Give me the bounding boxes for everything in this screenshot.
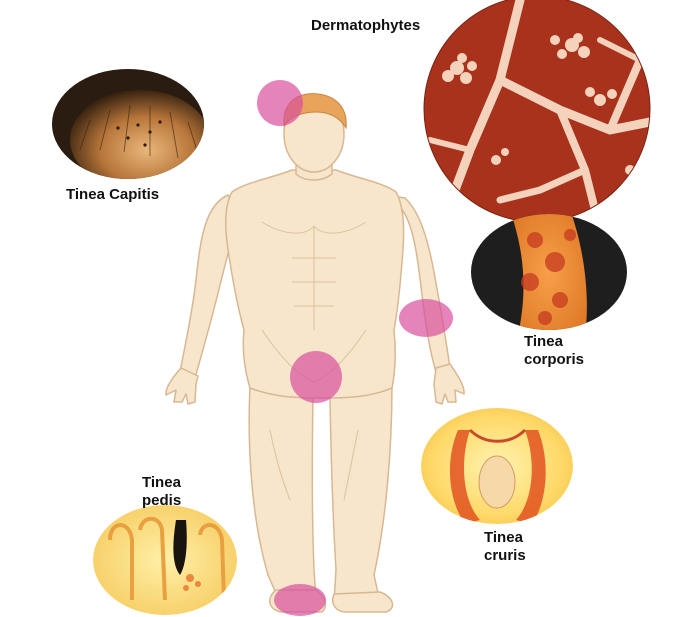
scalp-infection-spot xyxy=(257,80,303,126)
right-foot xyxy=(333,592,393,612)
tinea-pedis-label-line2: pedis xyxy=(142,492,181,510)
tinea-pedis-label: Tinea pedis xyxy=(142,474,181,510)
tinea-capitis-label: Tinea Capitis xyxy=(66,186,159,204)
tinea-cruris-image xyxy=(421,408,573,524)
tinea-pedis-image xyxy=(93,505,237,615)
foot-infection-spot xyxy=(274,584,326,616)
left-leg xyxy=(249,385,316,598)
tinea-corporis-image xyxy=(471,210,627,335)
tinea-corporis-label-line2: corporis xyxy=(524,351,584,369)
arm-infection-spot xyxy=(399,299,453,337)
tinea-cruris-label: Tinea cruris xyxy=(484,529,526,565)
right-hand xyxy=(434,364,464,404)
tinea-corporis-label-line1: Tinea xyxy=(524,333,584,351)
groin-infection-spot xyxy=(290,351,342,403)
tinea-corporis-label: Tinea corporis xyxy=(524,333,584,369)
tinea-capitis-image xyxy=(52,69,210,190)
tinea-cruris-label-line1: Tinea xyxy=(484,529,526,547)
dermatophytes-micrograph xyxy=(424,0,660,230)
dermatophytes-label: Dermatophytes xyxy=(311,17,420,35)
tinea-cruris-label-line2: cruris xyxy=(484,547,526,565)
tinea-pedis-label-line1: Tinea xyxy=(142,474,181,492)
right-leg xyxy=(330,385,392,602)
left-hand xyxy=(166,368,198,404)
